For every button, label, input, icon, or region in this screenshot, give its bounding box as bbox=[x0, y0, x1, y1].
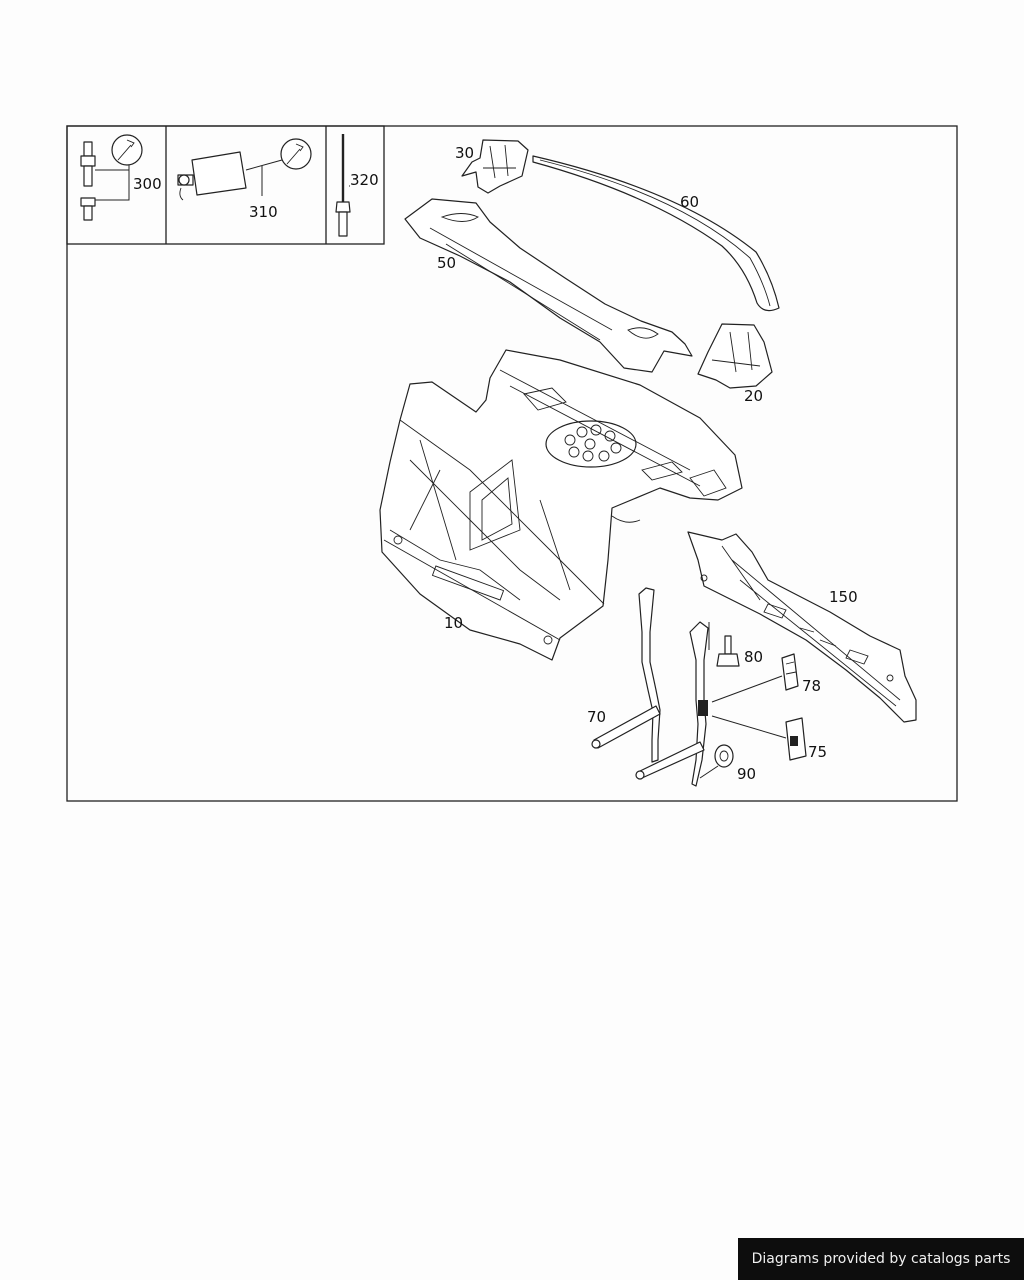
callout-78: 78 bbox=[802, 677, 821, 695]
callout-80: 80 bbox=[744, 648, 763, 666]
part-75-clip bbox=[711, 715, 807, 761]
callout-10: 10 bbox=[444, 614, 463, 632]
callout-75: 75 bbox=[808, 743, 827, 761]
credit-banner: Diagrams provided by catalogs parts bbox=[738, 1238, 1024, 1280]
part-80-bolt bbox=[708, 622, 740, 667]
part-300-bolt-set bbox=[80, 134, 143, 221]
callout-50: 50 bbox=[437, 254, 456, 272]
part-60-trim-strip bbox=[532, 155, 780, 312]
hardware-box bbox=[66, 125, 385, 245]
callout-20: 20 bbox=[744, 387, 763, 405]
part-320-rivet bbox=[335, 134, 351, 237]
part-30-bracket bbox=[461, 139, 529, 194]
callout-300: 300 bbox=[133, 175, 162, 193]
callout-70: 70 bbox=[587, 708, 606, 726]
part-20-bracket bbox=[697, 323, 773, 389]
part-90-nut bbox=[699, 744, 734, 779]
part-78-clip bbox=[711, 653, 799, 703]
part-50-cross-member bbox=[404, 198, 693, 373]
part-10-rear-panel bbox=[379, 349, 743, 661]
diagram-frame bbox=[66, 125, 958, 802]
callout-150: 150 bbox=[829, 588, 858, 606]
callout-90: 90 bbox=[737, 765, 756, 783]
part-310-adhesive-tube bbox=[177, 138, 312, 201]
part-70-support bbox=[591, 587, 709, 787]
callout-60: 60 bbox=[680, 193, 699, 211]
callout-30: 30 bbox=[455, 144, 474, 162]
callout-320: 320 bbox=[350, 171, 379, 189]
part-150-side-member bbox=[687, 531, 917, 723]
callout-310: 310 bbox=[249, 203, 278, 221]
